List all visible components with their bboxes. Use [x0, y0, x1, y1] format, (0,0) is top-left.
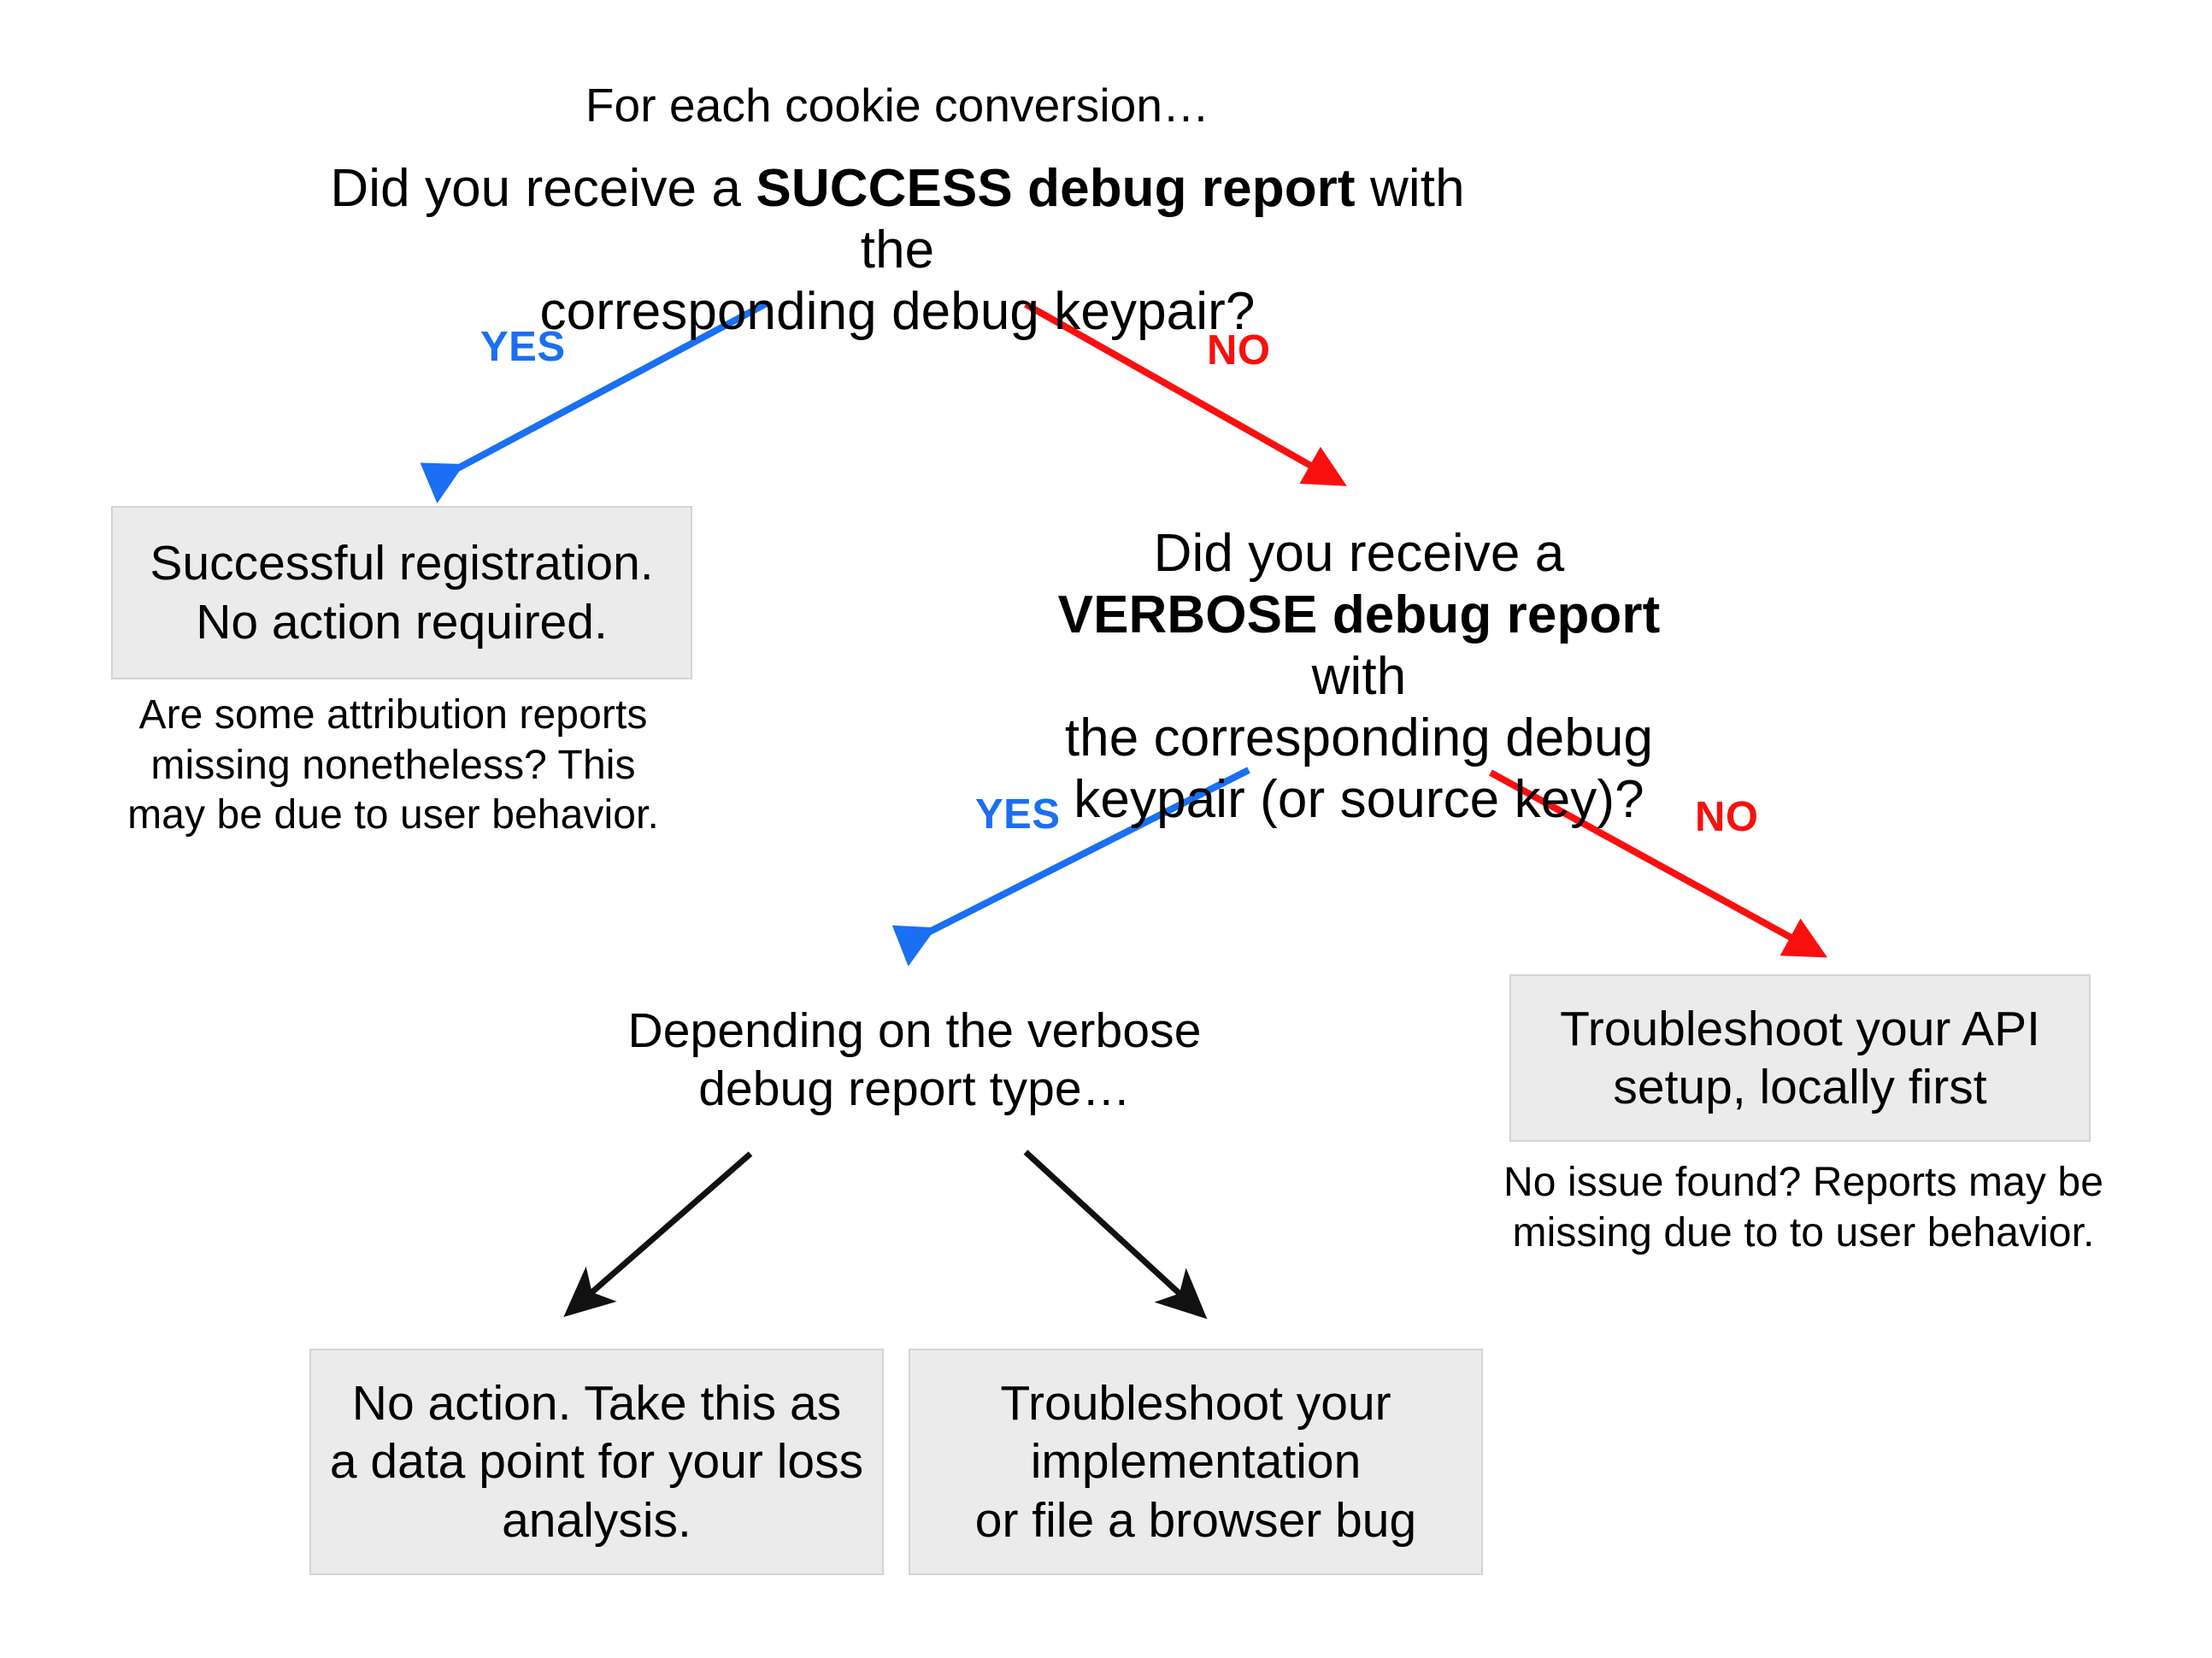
box-no-action-loss-analysis[interactable]: No action. Take this as a data point for…	[309, 1349, 884, 1575]
caption-attribution-reports-missing: Are some attribution reports missing non…	[127, 692, 659, 838]
q2-line1: Did you receive a	[1153, 524, 1565, 583]
q1-line1-pre: Did you receive a	[330, 159, 756, 218]
q1-line1-post: with the	[860, 159, 1465, 279]
edge-label-yes-1: YES	[480, 324, 566, 370]
q2-line4: keypair (or source key)?	[1074, 769, 1644, 829]
q2-line2-bold: VERBOSE debug report	[1057, 585, 1661, 644]
box-successful-registration[interactable]: Successful registration. No action requi…	[111, 506, 692, 679]
q2-line3: the corresponding debug	[1064, 708, 1654, 767]
edge-label-no-1: NO	[1207, 327, 1271, 373]
q2-line2-post: with	[1311, 646, 1407, 706]
edge-label-yes-2: YES	[975, 791, 1061, 838]
caption-no-issue-found: No issue found? Reports may be missing d…	[1503, 1160, 2104, 1255]
box-troubleshoot-api-setup[interactable]: Troubleshoot your API setup, locally fir…	[1509, 974, 2091, 1142]
arrow-branch-left	[563, 1151, 753, 1318]
box-troubleshoot-implementation[interactable]: Troubleshoot your implementation or file…	[909, 1349, 1483, 1575]
root-title: For each cookie conversion…	[585, 79, 1210, 132]
note-depending-on-verbose-type: Depending on the verbose debug report ty…	[627, 1003, 1202, 1117]
edge-label-no-2: NO	[1695, 794, 1759, 840]
arrow-branch-right	[1023, 1149, 1208, 1320]
q1-line1-bold: SUCCESS debug report	[756, 159, 1356, 218]
question-success-report: Did you receive a SUCCESS debug report w…	[308, 158, 1487, 343]
q1-line2: corresponding debug keypair?	[539, 281, 1256, 341]
